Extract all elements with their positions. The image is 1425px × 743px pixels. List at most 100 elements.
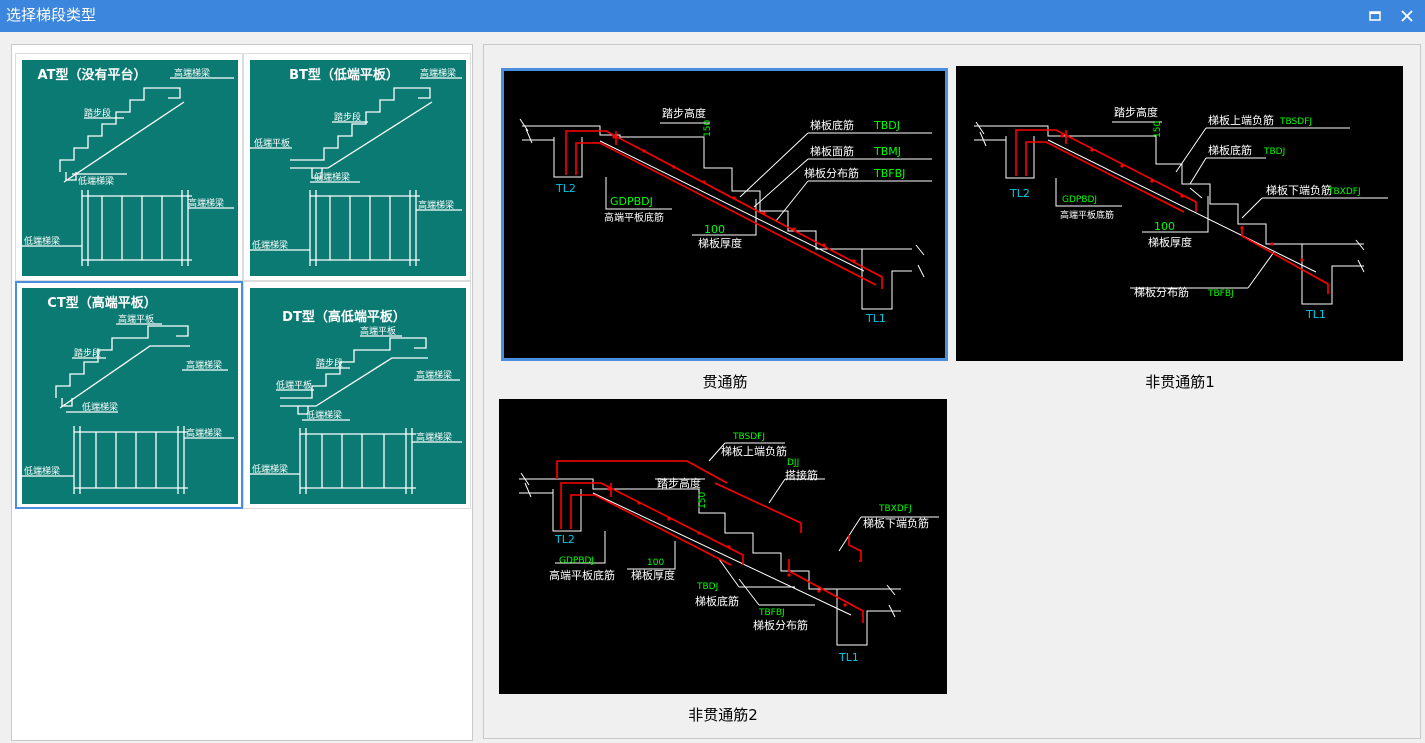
through-tl2: TL2 <box>555 182 576 195</box>
nt1-step-height: 踏步高度 <box>1114 105 1158 119</box>
non-through-1-diagram: 踏步高度 150 梯板上端负筋 TBSDFJ 梯板底筋 TBDJ 梯板下端负筋 … <box>974 105 1388 321</box>
ct-tag-bottom: 低端梯梁 <box>24 465 60 477</box>
rebar-option-panel: 踏步高度 150 梯板底筋 TBDJ 梯板面筋 TBMJ 梯板分布筋 TBFBJ… <box>483 44 1421 739</box>
maximize-button[interactable] <box>1363 4 1387 28</box>
option-non-through-2-caption: 非贯通筋2 <box>688 706 758 724</box>
dt-tag-bottom: 低端梯梁 <box>252 463 288 475</box>
through-h150: 150 <box>703 120 713 137</box>
through-t100: 100 <box>704 223 725 236</box>
type-card-at[interactable]: AT型（没有平台） 高端梯梁 踏步段 低端梯梁 高端梯梁 低端梯梁 <box>15 53 243 281</box>
at-tag-top: 高端梯梁 <box>174 67 210 79</box>
nt2-bottom-code: TBDJ <box>696 582 718 592</box>
nt1-gd-bar: 高端平板底筋 <box>1060 209 1114 221</box>
nt2-t100: 100 <box>647 558 664 568</box>
through-gd-code: GDPBDJ <box>610 195 653 208</box>
through-gd-bar: 高端平板底筋 <box>604 211 664 224</box>
option-non-through-1-caption: 非贯通筋1 <box>1145 373 1215 391</box>
nt1-tl1: TL1 <box>1305 308 1326 321</box>
option-through-caption: 贯通筋 <box>702 373 748 391</box>
nt2-low-neg-code: TBXDFJ <box>878 504 912 514</box>
through-bottom-code: TBDJ <box>873 119 900 132</box>
nt2-step-height: 踏步高度 <box>657 476 701 490</box>
type-card-ct[interactable]: CT型（高端平板） 高端平板 踏步段 高端梯梁 低端梯梁 高端梯梁 低端梯梁 <box>15 281 243 509</box>
nt1-h150: 150 <box>1153 121 1163 138</box>
nt2-h150: 150 <box>698 492 708 509</box>
title-bar: 选择梯段类型 <box>0 0 1425 32</box>
through-step-height: 踏步高度 <box>662 106 706 120</box>
nt1-bottom-bar: 梯板底筋 <box>1208 143 1252 157</box>
maximize-icon <box>1369 11 1381 21</box>
stair-type-list: AT型（没有平台） 高端梯梁 踏步段 低端梯梁 高端梯梁 低端梯梁 BT型（低端… <box>11 44 473 741</box>
dt-tag-plate: 高端平板 <box>360 325 396 337</box>
nt1-bottom-code: TBDJ <box>1263 147 1285 157</box>
nt1-top-neg: 梯板上端负筋 <box>1208 113 1274 127</box>
through-dist-code: TBFBJ <box>873 167 905 180</box>
through-dist-bar: 梯板分布筋 <box>804 166 859 180</box>
bt-tag-low: 低端梯梁 <box>314 171 350 183</box>
nt1-low-neg-code: TBXDFJ <box>1327 187 1361 197</box>
window-title: 选择梯段类型 <box>6 6 97 24</box>
ct-tag-high: 高端梯梁 <box>186 359 222 371</box>
through-tl1: TL1 <box>865 312 886 325</box>
dt-tag-side: 高端梯梁 <box>416 431 452 443</box>
nt2-bottom-bar: 梯板底筋 <box>695 594 739 608</box>
non-through-2-diagram: TBSDFJ 梯板上端负筋 DJJ 搭接筋 TBXDFJ 梯板下端负筋 踏步高度… <box>519 432 939 664</box>
bt-tag-middle: 踏步段 <box>334 111 361 123</box>
ct-tag-low: 低端梯梁 <box>82 401 118 413</box>
bt-tag-plate: 低端平板 <box>254 137 290 149</box>
at-type-title: AT型（没有平台） <box>38 67 147 83</box>
through-thick: 梯板厚度 <box>698 236 742 250</box>
nt2-tl1: TL1 <box>838 651 859 664</box>
bt-type-diagram: BT型（低端平板） 高端梯梁 踏步段 低端平板 低端梯梁 高端梯梁 低端梯梁 <box>250 60 466 276</box>
nt1-thick: 梯板厚度 <box>1148 235 1192 249</box>
nt1-tl2: TL2 <box>1009 187 1030 200</box>
dt-tag-low-plate: 低端平板 <box>276 379 312 391</box>
nt2-gd-code: GDPBDJ <box>559 556 594 566</box>
bt-tag-side: 高端梯梁 <box>418 199 454 211</box>
ct-tag-side: 高端梯梁 <box>186 427 222 439</box>
nt1-dist-code: TBFBJ <box>1207 289 1234 299</box>
through-bar-diagram: 踏步高度 150 梯板底筋 TBDJ 梯板面筋 TBMJ 梯板分布筋 TBFBJ… <box>519 106 932 325</box>
bt-tag-bottom: 低端梯梁 <box>252 239 288 251</box>
ct-tag-plate: 高端平板 <box>118 313 154 325</box>
nt1-gd-code: GDPBDJ <box>1062 195 1097 205</box>
type-card-dt[interactable]: DT型（高低端平板） 高端平板 踏步段 低端平板 高端梯梁 低端梯梁 高端梯梁 … <box>243 281 471 509</box>
nt2-djj-code: DJJ <box>787 458 799 468</box>
nt2-gd-bar: 高端平板底筋 <box>549 568 615 582</box>
at-tag-low: 低端梯梁 <box>78 175 114 187</box>
at-tag-middle: 踏步段 <box>84 107 111 119</box>
option-through-bar[interactable]: 踏步高度 150 梯板底筋 TBDJ 梯板面筋 TBMJ 梯板分布筋 TBFBJ… <box>501 68 948 361</box>
option-non-through-2[interactable]: TBSDFJ 梯板上端负筋 DJJ 搭接筋 TBXDFJ 梯板下端负筋 踏步高度… <box>499 399 947 694</box>
nt2-dist-bar: 梯板分布筋 <box>753 618 808 632</box>
at-tag-side: 高端梯梁 <box>188 197 224 209</box>
at-type-diagram: AT型（没有平台） 高端梯梁 踏步段 低端梯梁 高端梯梁 低端梯梁 <box>22 60 238 276</box>
nt2-tl2: TL2 <box>554 533 575 546</box>
ct-tag-middle: 踏步段 <box>74 347 101 359</box>
dt-tag-middle: 踏步段 <box>316 357 343 369</box>
nt2-thick: 梯板厚度 <box>631 568 675 582</box>
dt-type-diagram: DT型（高低端平板） 高端平板 踏步段 低端平板 高端梯梁 低端梯梁 高端梯梁 … <box>250 288 466 504</box>
close-icon <box>1401 10 1413 22</box>
dt-tag-low: 低端梯梁 <box>306 409 342 421</box>
nt2-low-neg: 梯板下端负筋 <box>863 516 929 530</box>
nt2-top-neg-code: TBSDFJ <box>732 432 765 442</box>
nt2-dist-code: TBFBJ <box>758 608 785 618</box>
ct-type-title: CT型（高端平板） <box>47 295 156 311</box>
nt2-top-neg: 梯板上端负筋 <box>721 444 787 458</box>
nt1-low-neg: 梯板下端负筋 <box>1266 183 1332 197</box>
close-button[interactable] <box>1395 4 1419 28</box>
nt1-dist-bar: 梯板分布筋 <box>1134 285 1189 299</box>
type-card-bt[interactable]: BT型（低端平板） 高端梯梁 踏步段 低端平板 低端梯梁 高端梯梁 低端梯梁 <box>243 53 471 281</box>
through-top-bar: 梯板面筋 <box>810 144 854 158</box>
bt-type-title: BT型（低端平板） <box>289 67 399 83</box>
at-tag-bottom: 低端梯梁 <box>24 235 60 247</box>
option-non-through-1[interactable]: 踏步高度 150 梯板上端负筋 TBSDFJ 梯板底筋 TBDJ 梯板下端负筋 … <box>956 66 1403 361</box>
bt-tag-top: 高端梯梁 <box>420 67 456 79</box>
through-top-code: TBMJ <box>873 145 901 158</box>
ct-type-diagram: CT型（高端平板） 高端平板 踏步段 高端梯梁 低端梯梁 高端梯梁 低端梯梁 <box>22 288 238 504</box>
dt-tag-high: 高端梯梁 <box>416 369 452 381</box>
nt1-t100: 100 <box>1154 220 1175 233</box>
nt1-top-neg-code: TBSDFJ <box>1279 117 1312 127</box>
through-bottom-bar: 梯板底筋 <box>810 118 854 132</box>
nt2-djj: 搭接筋 <box>785 468 818 482</box>
